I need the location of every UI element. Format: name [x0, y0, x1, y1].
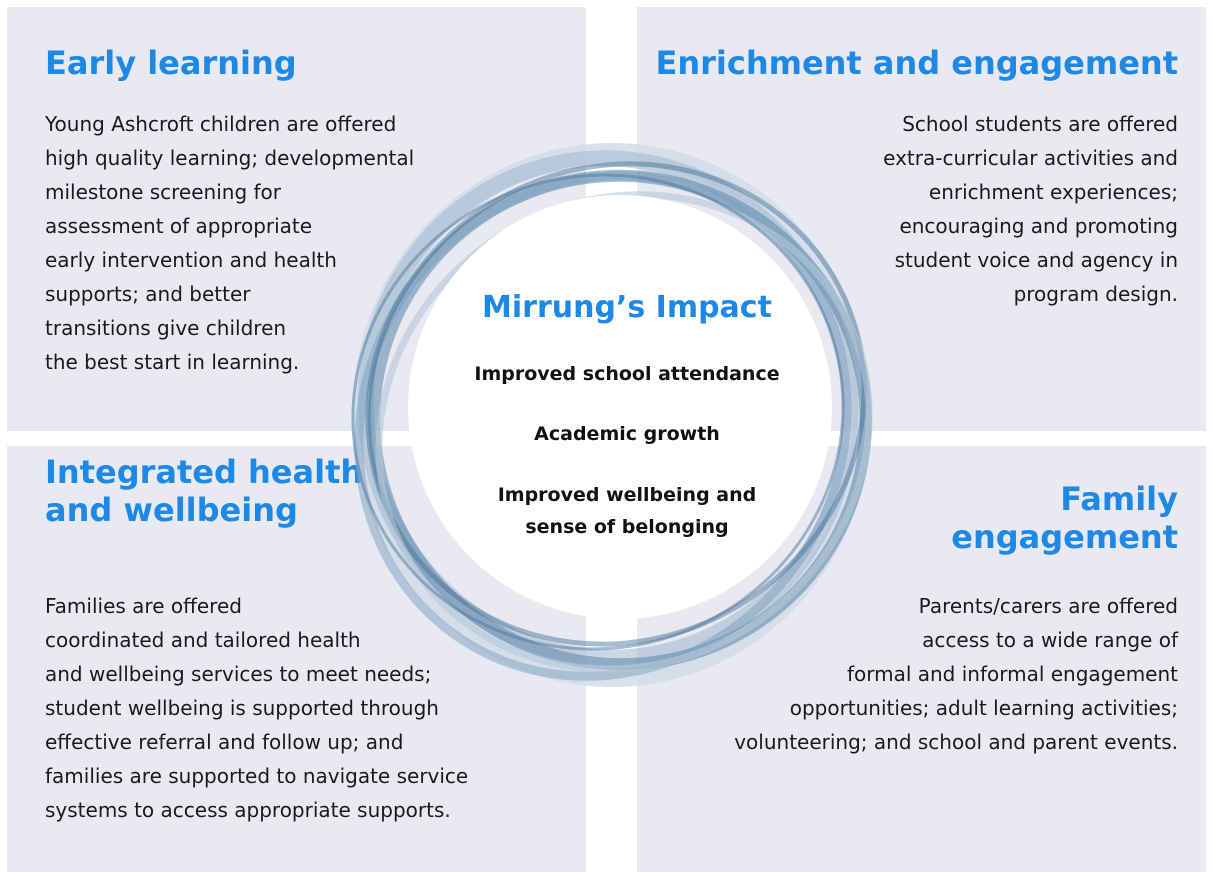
impact-item: Improved wellbeing and sense of belongin… — [390, 479, 864, 543]
health-wellbeing-heading-line: and wellbeing — [45, 491, 298, 529]
enrichment-line: encouraging and promoting — [899, 214, 1178, 238]
health-wellbeing-line: and wellbeing services to meet needs; — [45, 662, 432, 686]
family-engagement-line: volunteering; and school and parent even… — [734, 730, 1178, 754]
impact-item-line: Improved school attendance — [474, 363, 780, 385]
enrichment-line: program design. — [1013, 282, 1178, 306]
impact-item: Academic growth — [390, 418, 864, 450]
early-learning-line: transitions give children — [45, 316, 287, 340]
health-wellbeing-line: student wellbeing is supported through — [45, 696, 439, 720]
health-wellbeing-heading-line: Integrated health — [45, 453, 364, 491]
health-wellbeing-line: systems to access appropriate supports. — [45, 798, 451, 822]
family-engagement-heading: Family engagement — [951, 480, 1178, 556]
impact-item-line: Improved wellbeing and — [497, 484, 757, 506]
early-learning-line: high quality learning; developmental — [45, 146, 415, 170]
health-wellbeing-line: families are supported to navigate servi… — [45, 764, 469, 788]
enrichment-text: School students are offered extra-curric… — [883, 107, 1178, 311]
health-wellbeing-line: Families are offered — [45, 594, 242, 618]
early-learning-line: supports; and better — [45, 282, 251, 306]
early-learning-line: milestone screening for — [45, 180, 282, 204]
health-wellbeing-line: effective referral and follow up; and — [45, 730, 404, 754]
early-learning-text: Young Ashcroft children are offered high… — [45, 107, 414, 379]
health-wellbeing-line: coordinated and tailored health — [45, 628, 361, 652]
early-learning-line: the best start in learning. — [45, 350, 300, 374]
early-learning-line: early intervention and health — [45, 248, 337, 272]
family-engagement-line: opportunities; adult learning activities… — [789, 696, 1178, 720]
enrichment-line: enrichment experiences; — [928, 180, 1178, 204]
health-wellbeing-heading: Integrated health and wellbeing — [45, 453, 363, 529]
early-learning-line: Young Ashcroft children are offered — [45, 112, 397, 136]
impact-item-line: Academic growth — [534, 423, 720, 445]
enrichment-line: student voice and agency in — [894, 248, 1178, 272]
family-engagement-line: Parents/carers are offered — [918, 594, 1178, 618]
family-engagement-line: access to a wide range of — [922, 628, 1178, 652]
enrichment-line: extra-curricular activities and — [883, 146, 1178, 170]
family-engagement-heading-line: engagement — [951, 518, 1178, 556]
health-wellbeing-text: Families are offered coordinated and tai… — [45, 589, 468, 827]
family-engagement-text: Parents/carers are offered access to a w… — [734, 589, 1178, 759]
family-engagement-heading-line: Family — [1060, 480, 1178, 518]
enrichment-heading: Enrichment and engagement — [655, 44, 1178, 82]
family-engagement-line: formal and informal engagement — [846, 662, 1178, 686]
early-learning-line: assessment of appropriate — [45, 214, 313, 238]
impact-title: Mirrung’s Impact — [482, 290, 772, 325]
impact-item: Improved school attendance — [390, 358, 864, 390]
early-learning-heading: Early learning — [45, 44, 297, 82]
impact-item-line: sense of belonging — [525, 516, 729, 538]
enrichment-line: School students are offered — [902, 112, 1178, 136]
